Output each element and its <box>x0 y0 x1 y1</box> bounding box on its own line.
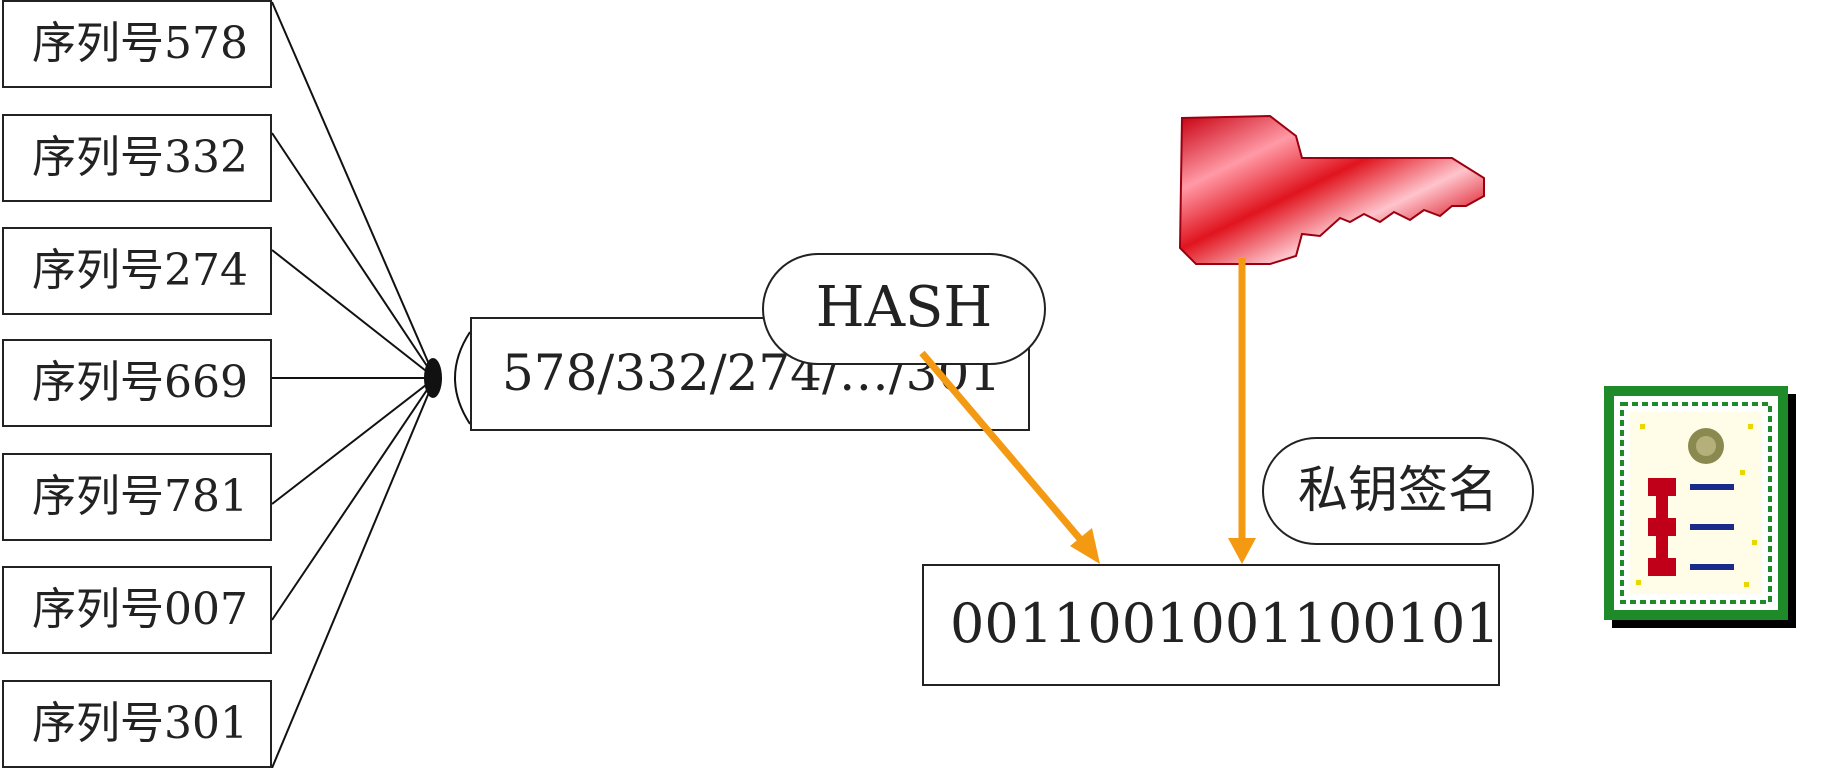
certificate-icon <box>1604 386 1796 628</box>
connector-line <box>271 377 436 621</box>
merge-node <box>424 358 442 398</box>
serial-box: 序列号332 <box>2 114 272 202</box>
serial-box: 序列号301 <box>2 680 272 768</box>
connector-line <box>271 132 436 379</box>
serial-box: 序列号578 <box>2 0 272 88</box>
connector-line <box>271 377 436 768</box>
signature-bits-box: 0011001001100101 <box>922 564 1500 686</box>
serial-box: 序列号007 <box>2 566 272 654</box>
red-key-icon <box>1178 114 1485 265</box>
merge-bracket <box>454 331 471 425</box>
serial-box: 序列号669 <box>2 339 272 427</box>
connector-line <box>271 1 436 379</box>
serial-box: 序列号274 <box>2 227 272 315</box>
connector-line <box>271 249 436 379</box>
connector-line <box>271 377 436 505</box>
serial-box: 序列号781 <box>2 453 272 541</box>
hash-to-bits-arrow <box>919 350 1089 549</box>
hash-label: HASH <box>762 253 1046 365</box>
arrow-head <box>1228 538 1256 564</box>
arrow-head <box>1070 528 1100 564</box>
fan-in-lines <box>271 1 436 768</box>
private-key-signature-label: 私钥签名 <box>1262 437 1534 545</box>
